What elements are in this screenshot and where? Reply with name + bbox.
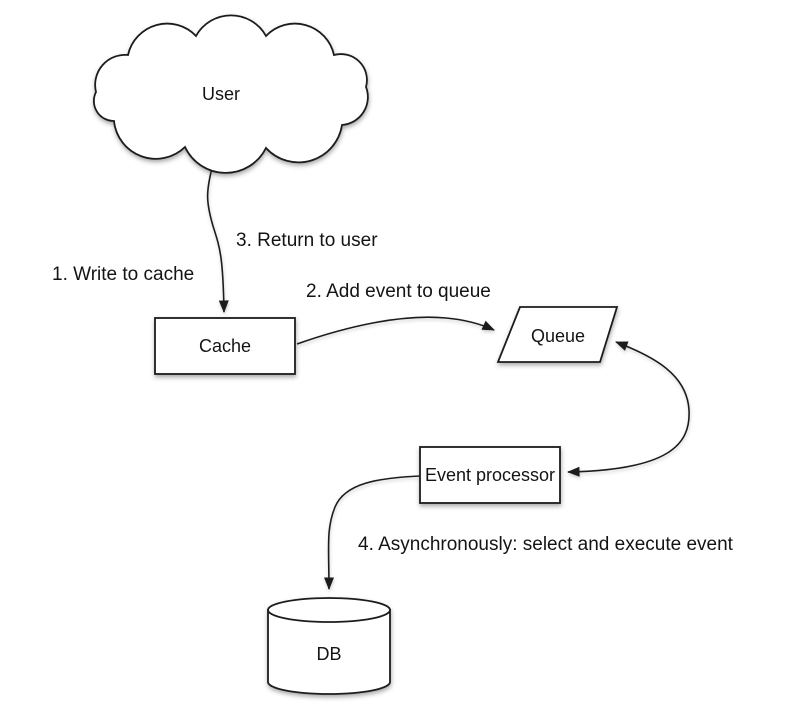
step3-return-to-user-label: 3. Return to user: [236, 230, 378, 251]
cache-box-shape: [154, 317, 296, 375]
arrow-queue-event-processor: [567, 341, 690, 477]
step4-async-execute-label: 4. Asynchronously: select and execute ev…: [358, 534, 734, 555]
step1-write-to-cache-label: 1. Write to cache: [52, 264, 194, 285]
user-node-label: User: [202, 84, 240, 104]
db-cylinder-top: [267, 597, 391, 623]
db-node-label: DB: [316, 644, 341, 664]
event-processor-box-shape: [419, 446, 561, 504]
arrow-cache-to-queue: [296, 316, 495, 345]
db-cylinder-body: [267, 609, 391, 695]
step2-add-event-to-queue-label: 2. Add event to queue: [306, 281, 491, 302]
arrow-user-to-cache: [206, 167, 229, 313]
arrow-event-processor-to-db: [323, 475, 421, 590]
user-cloud-shape: [93, 14, 369, 174]
cache-node-label: Cache: [199, 336, 251, 356]
event-processor-node-label: Event processor: [425, 465, 555, 485]
queue-parallelogram-shape: [496, 306, 619, 363]
queue-node-label: Queue: [531, 326, 585, 346]
